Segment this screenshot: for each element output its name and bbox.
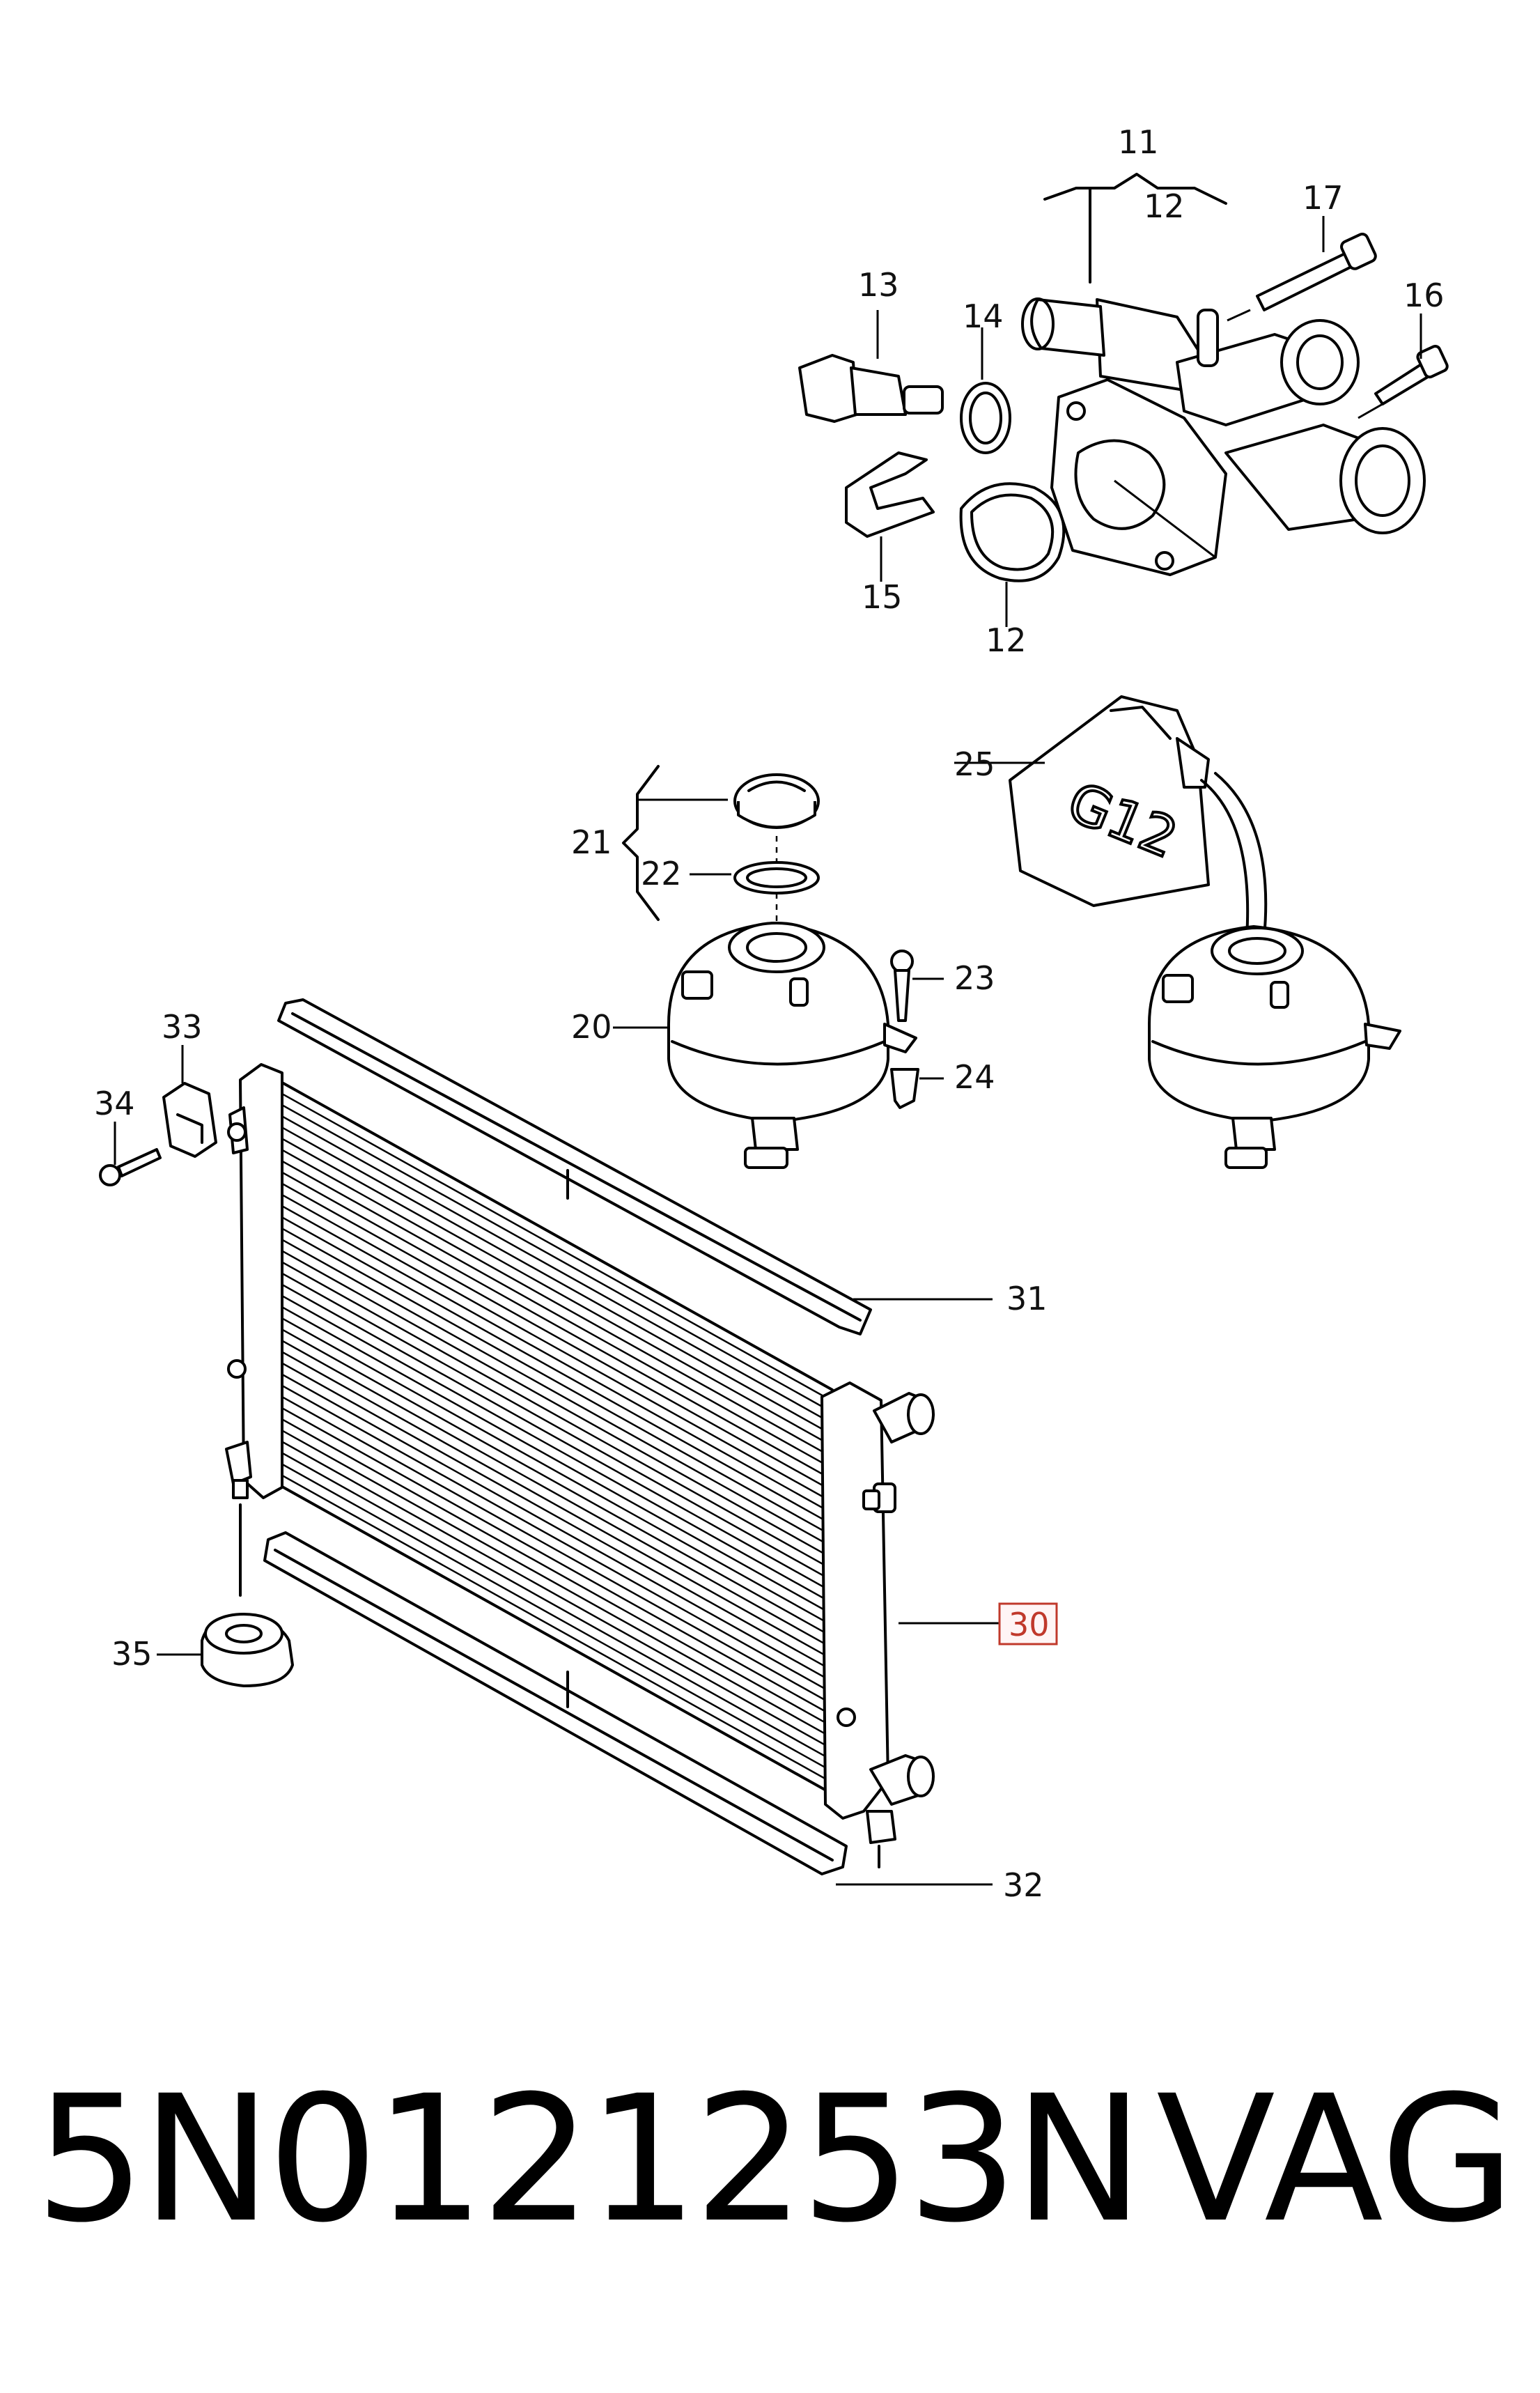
callout-11: 11 xyxy=(1118,123,1159,161)
radiator-fin xyxy=(264,1161,833,1480)
radiator-fin xyxy=(264,1330,833,1649)
callout-35: 35 xyxy=(111,1635,153,1673)
radiator-fin xyxy=(264,1150,833,1469)
callout-21: 21 xyxy=(571,823,612,861)
radiator-fin xyxy=(264,1352,833,1671)
radiator-fin xyxy=(264,1106,833,1425)
radiator-fin xyxy=(264,1128,833,1447)
callout-20: 20 xyxy=(571,1008,612,1046)
radiator-fin xyxy=(264,1094,833,1414)
radiator-fin xyxy=(264,1207,833,1526)
callout-24: 24 xyxy=(954,1058,995,1096)
coolant-flange-group: 11 12 17 13 14 16 15 12 xyxy=(798,123,1449,659)
callout-34: 34 xyxy=(94,1085,135,1122)
radiator-fin xyxy=(264,1229,833,1548)
callout-12-upper: 12 xyxy=(1144,187,1185,225)
radiator-fin xyxy=(264,1083,833,1402)
radiator-fin xyxy=(264,1319,833,1638)
part-number: 5N0121253N xyxy=(35,2058,1144,2261)
radiator-fin xyxy=(264,1139,833,1458)
callout-33: 33 xyxy=(162,1008,203,1046)
radiator-fin xyxy=(264,1341,833,1660)
radiator-fin xyxy=(264,1273,833,1593)
callout-23: 23 xyxy=(954,959,995,997)
radiator-fin xyxy=(264,1420,833,1739)
coolant-bottle-group: G12 25 xyxy=(954,695,1401,1169)
radiator-fin xyxy=(264,1397,833,1717)
highlight-box-30 xyxy=(998,1602,1058,1645)
callout-16: 16 xyxy=(1403,277,1445,314)
callout-22: 22 xyxy=(641,855,682,892)
callout-13: 13 xyxy=(858,266,899,304)
expansion-tank-group: 21 22 20 23 24 xyxy=(571,765,995,1169)
callout-30: 30 xyxy=(1009,1606,1050,1643)
radiator-fin xyxy=(264,1453,833,1772)
callout-31: 31 xyxy=(1006,1280,1048,1317)
callout-15: 15 xyxy=(862,578,903,616)
callout-14: 14 xyxy=(963,297,1004,335)
radiator-fin xyxy=(264,1296,833,1616)
callout-32: 32 xyxy=(1003,1866,1044,1904)
radiator-fin xyxy=(264,1262,833,1581)
radiator-fin xyxy=(264,1251,833,1570)
radiator-fin xyxy=(264,1464,833,1783)
radiator-fin xyxy=(264,1195,833,1515)
radiator-fin xyxy=(264,1218,833,1537)
radiator-fin xyxy=(264,1172,833,1492)
radiator-fin xyxy=(264,1117,833,1436)
callout-25: 25 xyxy=(954,745,995,783)
brand-name: VAG xyxy=(1156,2058,1516,2261)
callout-17: 17 xyxy=(1302,179,1344,217)
radiator-fin xyxy=(264,1363,833,1682)
radiator-fin xyxy=(264,1442,833,1761)
radiator-fin xyxy=(264,1409,833,1728)
radiator-fin xyxy=(264,1386,833,1705)
radiator: 33 34 31 35 30 32 xyxy=(94,998,1058,1904)
radiator-fin xyxy=(264,1240,833,1559)
footer: 5N0121253N VAG xyxy=(0,2055,1540,2264)
radiator-fin xyxy=(264,1184,833,1503)
radiator-fin xyxy=(264,1431,833,1750)
radiator-fin xyxy=(264,1374,833,1694)
radiator-fin xyxy=(264,1285,833,1604)
radiator-fin xyxy=(264,1308,833,1627)
callout-12-lower: 12 xyxy=(986,621,1027,659)
